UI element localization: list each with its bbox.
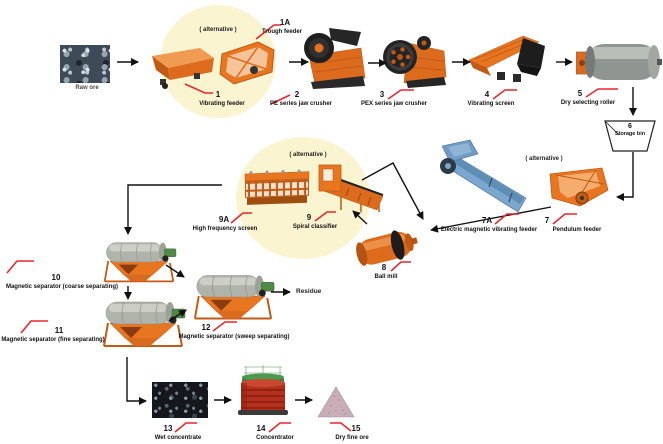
station-label-1A: 1A Trough feeder [261, 18, 302, 35]
station-label-12: 12 Magnetic separator (sweep separating) [178, 323, 290, 340]
station-label-3: 3 PEX series jaw crusher [360, 90, 428, 107]
wet-concentrate-image [152, 382, 208, 418]
alternative-note-feeders: ( alternative ) [199, 27, 237, 33]
concentrator-machine [238, 365, 288, 415]
ball-mill-machine [356, 230, 418, 266]
station-label-1: 1 Vibrating feeder [199, 90, 245, 107]
pendulum-feeder-machine [549, 167, 609, 207]
station-label-5: 5 Dry selecting roller [560, 89, 616, 106]
red-callout-marks [6, 24, 618, 433]
station-label-7: 7 Pendulum feeder [544, 216, 602, 233]
raw-ore-label: Raw ore [75, 85, 99, 91]
station-label-6: 6 Storage bin [614, 123, 646, 137]
station-label-10: 10 Magnetic separator (coarse separating… [5, 273, 119, 290]
alternative-note-classifier: ( alternative ) [289, 152, 327, 158]
magnetic-separator-sweep-machine [193, 275, 275, 320]
pex-jaw-crusher-machine [383, 36, 447, 88]
station-label-14: 14 Concentrator [256, 424, 294, 441]
station-label-2: 2 PE series jaw crusher [269, 90, 333, 107]
vibrating-feeder-machine [152, 48, 214, 89]
magnetic-separator-fine-machine [103, 301, 186, 347]
station-label-9: 9 Spiral classifier [292, 213, 338, 230]
residue-label: Residue [296, 288, 322, 295]
alternative-note-em-feeder: ( alternative ) [525, 156, 563, 162]
storage-bin-shape [604, 120, 656, 152]
station-label-9A: 9A High frequency screen [192, 215, 258, 232]
station-label-15: 15 Dry fine ore [335, 424, 369, 441]
trough-feeder-machine [219, 41, 275, 85]
vibrating-screen-machine [468, 35, 545, 82]
station-label-7A: 7A Electric magnetic vibrating feeder [440, 216, 538, 233]
station-label-4: 4 Vibrating screen [467, 90, 515, 107]
station-label-11: 11 Magnetic separator (fine separating) [1, 326, 105, 343]
pe-jaw-crusher-machine [304, 28, 366, 89]
dry-fine-ore-pile [317, 386, 355, 418]
magnetic-separator-coarse-machine [103, 242, 177, 283]
raw-ore-image [60, 45, 110, 83]
dry-selecting-roller-machine [576, 44, 662, 80]
spiral-classifier-machine [318, 164, 384, 212]
station-label-13: 13 Wet concentrate [154, 424, 202, 441]
high-frequency-screen-machine [244, 169, 310, 205]
station-label-8: 8 Ball mill [374, 263, 398, 280]
electric-magnetic-vibrating-feeder-machine [440, 139, 527, 213]
